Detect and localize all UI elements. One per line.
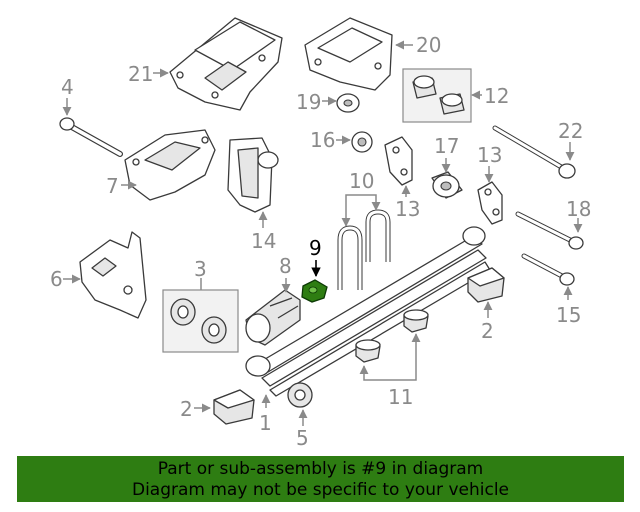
callout-9: 9 <box>309 236 322 260</box>
callout-5: 5 <box>296 426 309 450</box>
callout-21: 21 <box>128 62 153 86</box>
callout-6: 6 <box>50 267 63 291</box>
part-15-bolt[interactable] <box>521 253 575 286</box>
part-10-u-bolts[interactable] <box>337 209 391 290</box>
part-13-bracket-left[interactable] <box>384 136 413 186</box>
part-21-frame-bracket[interactable] <box>169 17 283 111</box>
callout-8: 8 <box>279 254 292 278</box>
callout-15: 15 <box>556 303 581 327</box>
callout-7: 7 <box>106 174 119 198</box>
callout-3: 3 <box>194 257 207 281</box>
part-7-spring-hanger[interactable] <box>124 129 216 201</box>
callout-1: 1 <box>259 411 272 435</box>
part-18-bolt[interactable] <box>515 211 584 250</box>
part-8-bumper[interactable] <box>245 289 301 346</box>
callout-22: 22 <box>558 119 583 143</box>
parts-diagram: 21 20 19 12 4 7 <box>50 17 591 450</box>
part-9-highlighted[interactable] <box>301 279 328 303</box>
banner-line-2: Diagram may not be specific to your vehi… <box>131 480 509 500</box>
banner-line-1: Part or sub-assembly is #9 in diagram <box>157 459 484 479</box>
callout-17: 17 <box>434 134 459 158</box>
part-19-nut[interactable] <box>336 93 360 113</box>
part-2-block-right[interactable] <box>467 267 505 303</box>
part-5-bushing[interactable] <box>287 382 313 408</box>
callout-11: 11 <box>388 385 413 409</box>
callout-12: 12 <box>484 84 509 108</box>
part-14-shackle[interactable] <box>227 137 279 213</box>
callout-13-right: 13 <box>477 143 502 167</box>
callout-2-left: 2 <box>180 397 193 421</box>
part-2-block-left[interactable] <box>213 389 255 425</box>
part-22-long-bolt[interactable] <box>492 125 576 179</box>
part-16-washer[interactable] <box>351 131 373 153</box>
part-17-bushing[interactable] <box>431 171 463 199</box>
callout-2-right: 2 <box>481 319 494 343</box>
part-4-bolt[interactable] <box>59 117 123 157</box>
part-6-plate-bracket[interactable] <box>79 231 147 319</box>
part-13-bracket-right[interactable] <box>477 181 503 225</box>
callout-14: 14 <box>251 229 276 253</box>
part-20-hanger-bracket[interactable] <box>304 17 393 91</box>
callout-16: 16 <box>310 128 335 152</box>
callout-20: 20 <box>416 33 441 57</box>
part-12-bushing-kit[interactable] <box>402 68 472 123</box>
callout-18: 18 <box>566 197 591 221</box>
info-banner: Part or sub-assembly is #9 in diagram Di… <box>17 456 624 502</box>
part-3-bushing-kit[interactable] <box>162 289 239 353</box>
callout-19: 19 <box>296 90 321 114</box>
callout-4: 4 <box>61 75 74 99</box>
callout-10: 10 <box>349 169 374 193</box>
callout-13-left: 13 <box>395 197 420 221</box>
